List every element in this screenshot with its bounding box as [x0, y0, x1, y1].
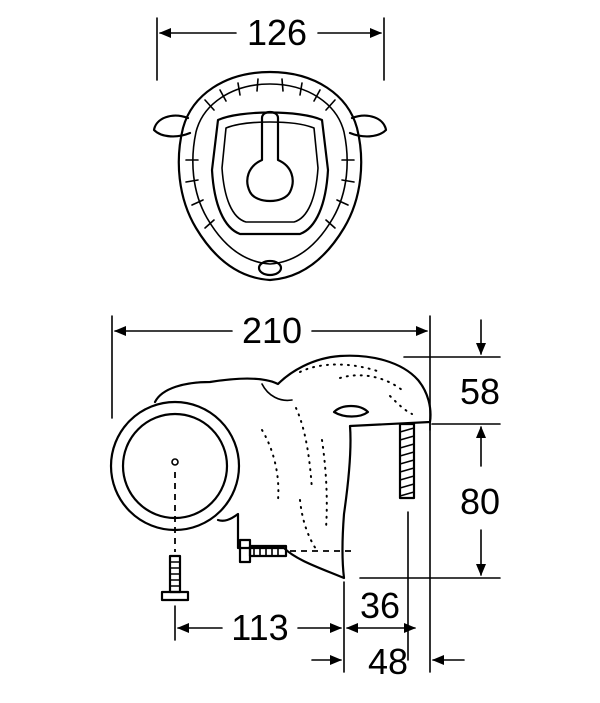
lion-profile — [153, 354, 432, 580]
knocker-ring-inner — [121, 412, 229, 520]
left-ear — [152, 114, 192, 138]
dim-80: 80 — [460, 481, 500, 522]
dim-58: 58 — [460, 371, 500, 412]
wood-screw-vertical — [398, 422, 416, 500]
machine-screw-vertical — [160, 554, 190, 602]
machine-screw-horizontal — [238, 538, 356, 564]
dim-113: 113 — [231, 607, 288, 648]
dim-126: 126 — [247, 12, 307, 53]
keyhole-slot — [246, 110, 294, 203]
side-view — [109, 315, 501, 673]
dim-48: 48 — [368, 641, 408, 682]
right-ear — [348, 114, 388, 138]
bottom-hole — [257, 259, 283, 277]
head-outline — [177, 70, 363, 282]
dim-36: 36 — [360, 585, 400, 626]
dimension-labels: 126 210 58 80 113 36 48 — [231, 12, 500, 682]
top-view — [152, 17, 388, 282]
dim-210: 210 — [242, 310, 302, 351]
mouth-opening — [210, 111, 330, 236]
